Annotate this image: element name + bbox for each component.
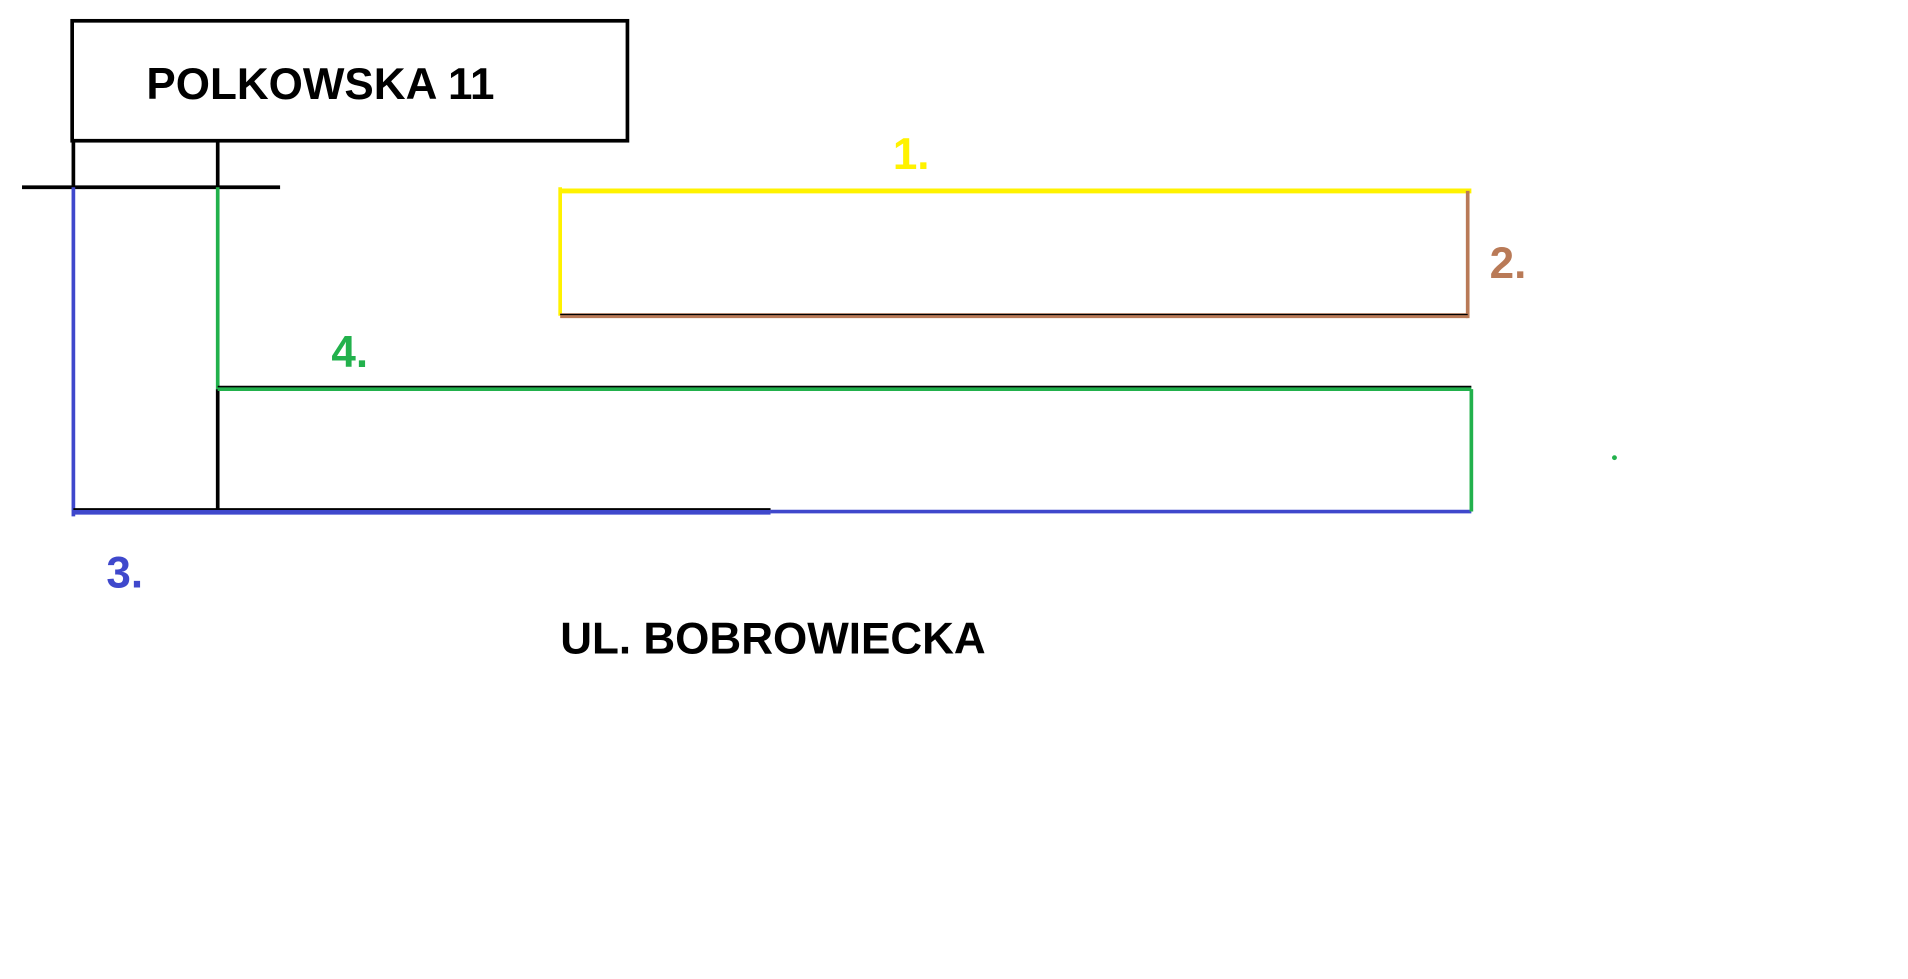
segment-1-label: 1. xyxy=(893,130,930,179)
segment-3-label: 3. xyxy=(106,548,143,597)
segment-2-label: 2. xyxy=(1490,239,1527,288)
green-dot xyxy=(1612,455,1617,461)
street-label: UL. BOBROWIECKA xyxy=(560,614,985,663)
building-box xyxy=(70,18,630,143)
segment-4-label: 4. xyxy=(331,328,368,377)
building-label: POLKOWSKA 11 xyxy=(146,60,494,109)
